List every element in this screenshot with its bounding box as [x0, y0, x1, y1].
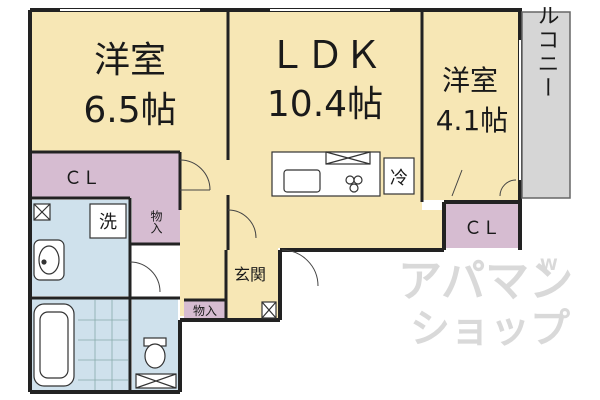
- bathtub: [33, 303, 75, 387]
- storage-lower-label: 物入: [193, 304, 217, 318]
- western-room-left-size: 6.5帖: [83, 90, 176, 131]
- western-room-left-floor: [32, 12, 228, 152]
- washing-machine-space: [89, 203, 127, 239]
- closet-left-floor: [32, 152, 180, 198]
- closet-right-floor: [444, 204, 518, 248]
- windows: [60, 9, 521, 180]
- western-room-right-name: 洋室: [442, 64, 498, 97]
- hallway-floor: [180, 152, 228, 316]
- refrigerator-box: [383, 157, 415, 195]
- ldk-floor: [228, 12, 422, 248]
- washroom-label: 洗: [99, 212, 117, 233]
- watermark-mark: W: [540, 255, 558, 274]
- inner-walls: [30, 10, 446, 392]
- storage-lower-floor: [184, 300, 226, 320]
- ldk-size: 10.4帖: [267, 84, 383, 125]
- balcony-outline: [521, 11, 571, 199]
- entrance-label: 玄関: [234, 265, 266, 284]
- toilet: [143, 337, 167, 369]
- storage-upper-label: 物入: [149, 210, 163, 234]
- storage-upper-floor: [132, 198, 180, 244]
- western-room-right-floor: [422, 12, 520, 200]
- balcony-floor: [522, 12, 570, 198]
- western-room-right-size: 4.1帖: [436, 104, 509, 137]
- watermark-line2: ショップ: [410, 306, 570, 352]
- meter-box-marks: [33, 203, 277, 389]
- washbasin: [33, 239, 65, 281]
- western-room-left-name: 洋室: [94, 40, 166, 81]
- refrigerator-label: 冷: [390, 168, 408, 189]
- balcony-label: バルコニー: [534, 0, 559, 100]
- kitchen-counter: [271, 151, 381, 197]
- watermark-line1: アパマン: [398, 256, 573, 307]
- ldk-lower-extension-floor: [228, 210, 442, 248]
- doors: [129, 159, 517, 293]
- bath-floor-tiles: [78, 300, 128, 390]
- closet-right-label: ＣＬ: [464, 218, 500, 239]
- ldk-name: ＬＤＫ: [268, 33, 382, 77]
- closet-left-label: ＣＬ: [64, 168, 100, 189]
